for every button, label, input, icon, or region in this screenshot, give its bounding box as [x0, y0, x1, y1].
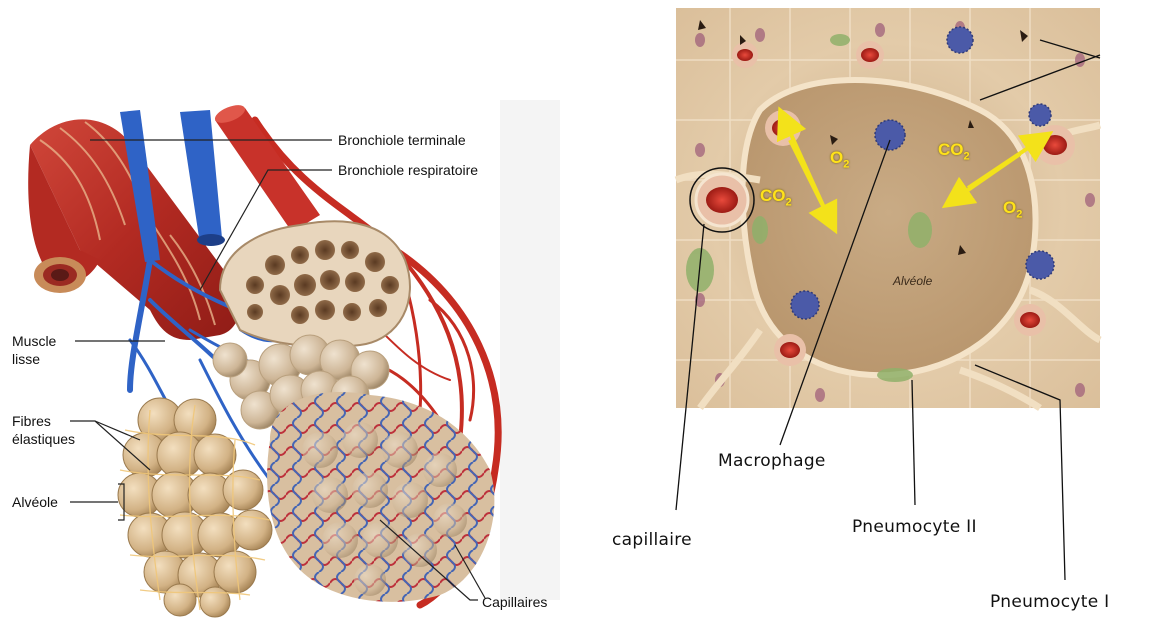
label-alveole-center: Alvéole — [893, 274, 932, 288]
label-pneumocyte-1: Pneumocyte I — [990, 592, 1109, 612]
label-alveole-left: Alvéole — [12, 494, 58, 510]
artery-tube — [213, 102, 320, 232]
gas-o2-right: O2 — [1003, 198, 1022, 220]
label-muscle-lisse-line1: Muscle — [12, 333, 56, 349]
label-muscle-lisse-line2: lisse — [12, 351, 40, 367]
label-capillaire: capillaire — [612, 530, 692, 550]
label-fibres-line2: élastiques — [12, 431, 75, 447]
label-capillaires: Capillaires — [482, 594, 547, 610]
label-macrophage: Macrophage — [718, 451, 826, 471]
alveolar-cluster-left — [118, 398, 272, 617]
gas-co2-left: CO2 — [760, 186, 792, 208]
gas-o2-left: O2 — [830, 148, 849, 170]
label-fibres-line1: Fibres — [12, 413, 51, 429]
label-pneumocyte-2: Pneumocyte II — [852, 517, 977, 537]
gas-co2-right: CO2 — [938, 140, 970, 162]
alveolar-sac-cut — [220, 221, 410, 347]
alveolus-micrograph — [676, 8, 1100, 408]
label-bronchiole-respiratoire: Bronchiole respiratoire — [338, 162, 478, 178]
left-backdrop — [500, 100, 560, 600]
label-bronchiole-terminale: Bronchiole terminale — [338, 132, 466, 148]
